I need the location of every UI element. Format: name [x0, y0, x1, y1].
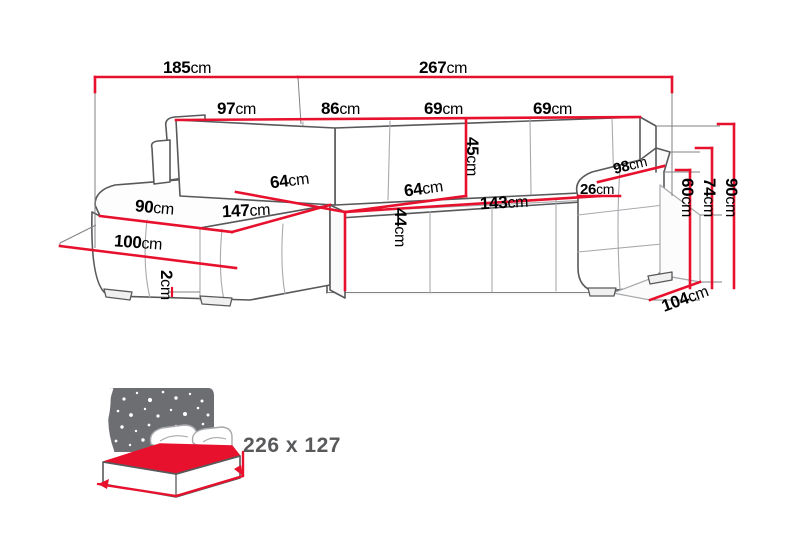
- dim-backrest-top: [174, 115, 642, 122]
- dim-label-86: 86cm: [321, 99, 361, 118]
- extension-lines: [59, 76, 722, 301]
- dim-label-74: 74cm: [700, 178, 719, 218]
- dim-104-line: [648, 280, 702, 302]
- leg-right-rear: [647, 271, 673, 285]
- dim-label-185: 185cm: [163, 58, 212, 77]
- dim-label-97: 97cm: [217, 99, 257, 118]
- right-armrest: [575, 158, 665, 293]
- sleeping-area-label: 226 x 127: [243, 434, 341, 457]
- dim-label-2: 2cm: [157, 270, 176, 300]
- arrow-depth-line: [174, 474, 245, 498]
- dim-label-69-a: 69cm: [424, 99, 464, 118]
- dim-label-267: 267cm: [419, 58, 468, 77]
- dim-label-44: 44cm: [391, 208, 410, 248]
- dimension-lines: [58, 75, 736, 302]
- right-seat-front-face: [327, 293, 613, 295]
- armrest-seams: [577, 167, 665, 291]
- blanket-edge: [102, 443, 241, 463]
- dim-label-45: 45cm: [463, 137, 482, 177]
- dim-label-26: 26cm: [580, 181, 615, 198]
- dim-64-left: [234, 190, 347, 214]
- bed-sleeping-area-icon: [93, 387, 245, 498]
- night-panel-curve: [105, 387, 115, 453]
- sofa-legs: [103, 271, 673, 307]
- leg-chaise-right: [199, 295, 233, 307]
- dim-143-line: [343, 194, 602, 214]
- dim-label-90-depth: 90cm: [134, 196, 175, 219]
- leg-right-front: [587, 287, 617, 297]
- left-backrest: [175, 119, 336, 206]
- dim-label-90-height: 90cm: [722, 178, 741, 218]
- dimension-arrows: [96, 450, 245, 498]
- dim-label-100: 100cm: [113, 231, 163, 254]
- arrow-width-line: [96, 482, 178, 498]
- dim-label-60: 60cm: [678, 178, 697, 218]
- dim-label-143: 143cm: [479, 192, 529, 214]
- arrow-heads: [98, 465, 243, 489]
- dim-147-line: [230, 203, 332, 234]
- dim-90-line: [98, 214, 234, 234]
- dim-label-69-b: 69cm: [533, 99, 573, 118]
- chaise-low-arm: [150, 139, 171, 185]
- dim-64-right: [343, 194, 468, 214]
- corner-junction: [329, 204, 346, 299]
- leg-chaise-left: [103, 288, 133, 301]
- pillow-folds: [159, 435, 227, 443]
- dim-label-147: 147cm: [221, 200, 271, 222]
- dim-100-line: [58, 244, 238, 270]
- dim-98-line: [596, 164, 666, 184]
